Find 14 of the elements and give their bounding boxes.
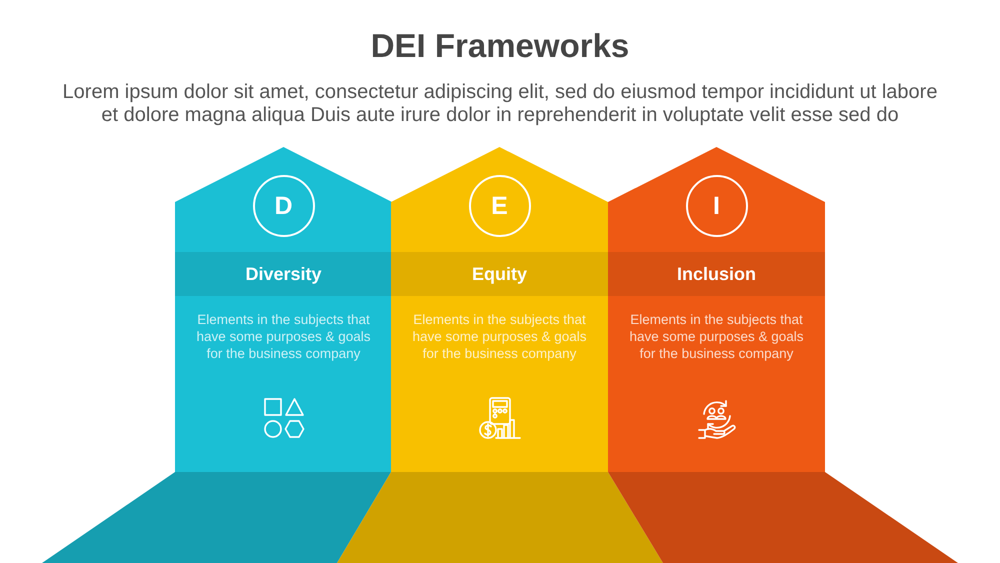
heading-band: Inclusion: [608, 252, 825, 296]
description-text: Elements in the subjects that have some purposes & goals for the business company: [411, 311, 588, 362]
title-text: DEI Frameworks: [370, 27, 630, 64]
house-shaped-panel: [175, 147, 392, 472]
letter-circle: D: [252, 175, 314, 237]
house-shaped-panel: [608, 147, 825, 472]
letter-circle: I: [686, 175, 748, 237]
house-shaped-panel: [391, 147, 608, 472]
subtitle-text: Lorem ipsum dolor sit amet, consectetur adipiscing elit, sed do eiusmod tempor incididunt ut labore et dolore magna aliqua Duis aute irure dolor in reprehenderit in voluptate velit esse sed do: [62, 81, 938, 127]
heading-band: Equity: [391, 252, 608, 296]
letter-circle: E: [468, 175, 530, 237]
description-text: Elements in the subjects that have some purposes & goals for the business company: [195, 311, 372, 362]
description-text: Elements in the subjects that have some purposes & goals for the business company: [628, 311, 805, 362]
heading-band: Diversity: [175, 252, 392, 296]
